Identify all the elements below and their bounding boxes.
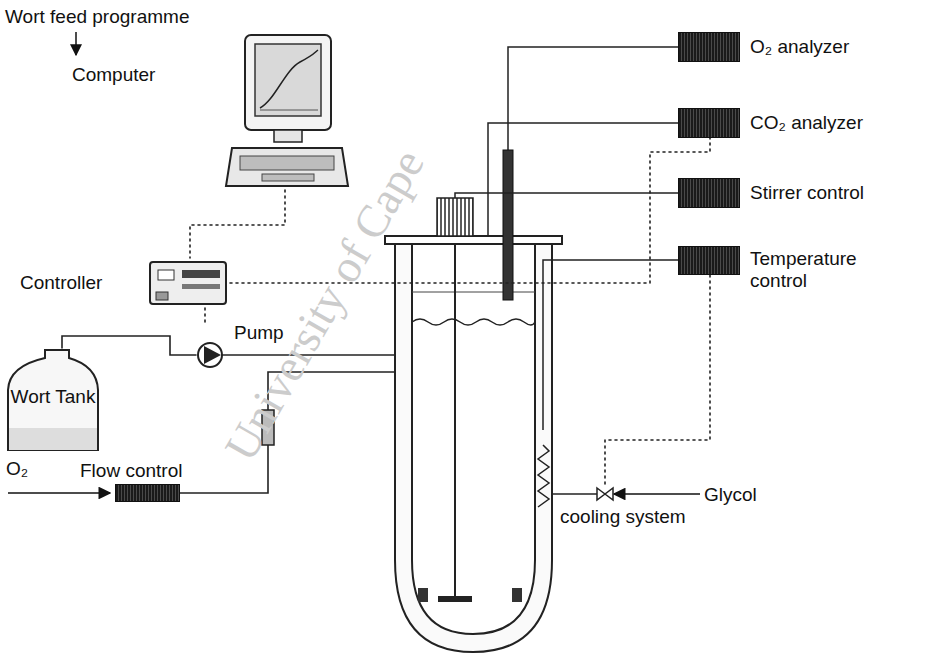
oxygen-line	[180, 372, 425, 590]
cooling-coil	[538, 445, 549, 507]
drawing-part	[260, 50, 318, 108]
computer-node: Computer	[70, 30, 350, 190]
stirrer-motor	[437, 198, 473, 236]
glycol-arrow	[614, 493, 700, 495]
control-box: Temperature control	[678, 246, 884, 302]
vessel-inner	[412, 244, 535, 634]
node-label: Wort Tank	[5, 386, 101, 408]
node-label: O₂ analyzer	[750, 36, 849, 58]
drawing-part	[240, 156, 334, 170]
signal-line	[230, 138, 710, 283]
drawing-part	[226, 148, 348, 186]
controller-node: Controller	[16, 258, 230, 308]
baffle	[512, 588, 522, 602]
oxygen-probe	[503, 150, 513, 300]
drawing-part	[156, 292, 168, 300]
controller-device	[150, 262, 226, 304]
gas-label: O₂	[6, 458, 28, 480]
instrument-box	[678, 108, 740, 138]
node-label: Computer	[72, 64, 155, 86]
drawing-part	[182, 270, 220, 278]
node-label: Controller	[20, 272, 102, 294]
liquid-level	[412, 292, 535, 293]
flow-control-box: Flow control	[78, 460, 190, 504]
wort-line	[62, 336, 196, 355]
tank-liquid	[9, 428, 97, 450]
vessel-jacket	[395, 244, 552, 652]
part-label: cooling system	[560, 506, 686, 528]
node-label: Stirrer control	[750, 182, 864, 204]
temperature-probe-line	[543, 260, 678, 430]
control-box: Stirrer control	[678, 178, 878, 208]
instrument-box	[678, 32, 740, 62]
instrument-box	[115, 484, 180, 502]
wort-tank: Wort Tank	[5, 348, 105, 454]
analyzer-box: CO₂ analyzer	[678, 108, 878, 138]
pump-triangle	[204, 346, 221, 364]
liquid-surface	[412, 319, 535, 325]
drawing-part	[262, 174, 314, 181]
pump-circle	[198, 343, 222, 367]
programme-label: Wort feed programme	[5, 6, 189, 28]
drawing-part	[255, 44, 321, 116]
node-label: CO₂ analyzer	[750, 112, 863, 134]
drawing-part	[274, 130, 302, 142]
oxygen-inlet-arrow	[8, 492, 110, 494]
vessel-lid	[385, 236, 562, 244]
computer-icon	[226, 35, 348, 186]
instrument-box	[678, 246, 740, 275]
stirrer-shaft	[454, 244, 456, 600]
node-label: Flow control	[80, 460, 182, 482]
temperature-signal	[605, 275, 710, 488]
stirrer-line	[455, 193, 678, 198]
signal-line	[190, 190, 285, 258]
leader-arrow	[75, 32, 77, 55]
drawing-part	[182, 284, 220, 289]
glycol-line	[552, 493, 597, 495]
node-label: Temperature control	[750, 248, 880, 292]
baffle	[418, 588, 428, 602]
drawing-part	[158, 270, 174, 280]
oxygen-probe-line	[508, 47, 678, 150]
analyzer-box: O₂ analyzer	[678, 32, 878, 62]
control-valve	[597, 488, 613, 500]
impeller	[438, 596, 472, 602]
instrument-box	[678, 178, 740, 208]
signal-line	[204, 308, 206, 322]
drawing-part	[245, 35, 331, 130]
drawing-part	[150, 262, 226, 304]
fluid-label: Glycol	[704, 484, 757, 506]
drawing-part	[260, 110, 318, 111]
